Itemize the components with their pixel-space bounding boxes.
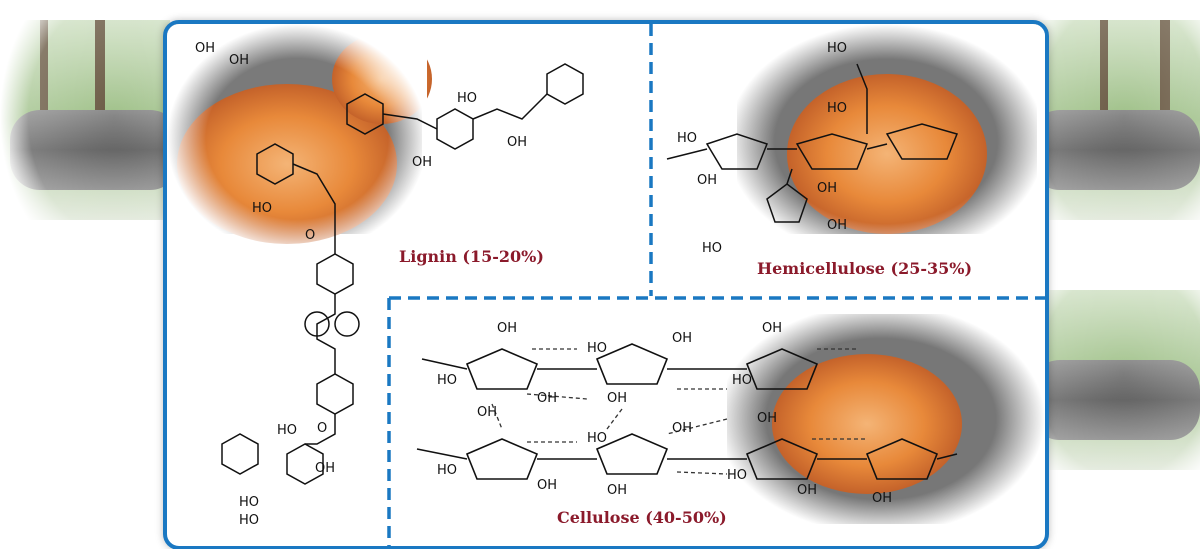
lignin-wood-photo <box>167 24 432 254</box>
atom-label: HO <box>457 91 477 106</box>
hemicellulose-structure <box>666 63 959 223</box>
cellulose-label: Cellulose (40-50%) <box>557 508 727 527</box>
atom-label: OH <box>697 173 717 188</box>
atom-label: HO <box>239 495 259 510</box>
left-forest-image <box>0 0 190 260</box>
atom-label: HO <box>239 513 259 528</box>
cellulose-atom-labels: OH HO OH OH HO OH OH HO OH OH HO OH HO O… <box>437 321 892 506</box>
cellulose-wood-photo <box>717 304 1045 534</box>
atom-label: HO <box>732 373 752 388</box>
hemicellulose-atom-labels: HO HO HO OH OH OH HO <box>677 41 847 256</box>
atom-label: OH <box>607 391 627 406</box>
lignin-structure <box>221 63 584 485</box>
atom-label: OH <box>607 483 627 498</box>
atom-label: OH <box>797 483 817 498</box>
atom-label: OH <box>827 218 847 233</box>
atom-label: HO <box>587 431 607 446</box>
atom-label: O <box>305 228 315 243</box>
atom-label: OH <box>315 461 335 476</box>
atom-label: HO <box>827 101 847 116</box>
atom-label: HO <box>727 468 747 483</box>
atom-label: OH <box>537 391 557 406</box>
atom-label: OH <box>507 135 527 150</box>
atom-label: HO <box>437 373 457 388</box>
atom-label: HO <box>702 241 722 256</box>
atom-label: HO <box>437 463 457 478</box>
main-frame: OH OH HO OH OH HO HO OH HO HO O O <box>163 20 1049 549</box>
cellulose-structure <box>416 343 958 480</box>
atom-label: OH <box>817 181 837 196</box>
hemicellulose-wood-photo <box>727 24 1045 259</box>
cellulose-hydrogen-bonds <box>491 348 867 475</box>
atom-label: OH <box>477 405 497 420</box>
lignin-label: Lignin (15-20%) <box>399 247 544 266</box>
atom-label: O <box>317 421 327 436</box>
atom-label: OH <box>757 411 777 426</box>
atom-label: OH <box>497 321 517 336</box>
atom-label: HO <box>827 41 847 56</box>
lignin-atom-labels: OH OH HO OH OH HO HO OH HO HO O O <box>195 41 527 528</box>
atom-label: OH <box>872 491 892 506</box>
atom-label: HO <box>252 201 272 216</box>
atom-label: OH <box>412 155 432 170</box>
atom-label: OH <box>229 53 249 68</box>
atom-label: OH <box>672 331 692 346</box>
atom-label: OH <box>672 421 692 436</box>
hemicellulose-label: Hemicellulose (25-35%) <box>757 259 973 278</box>
atom-label: HO <box>277 423 297 438</box>
atom-label: OH <box>195 41 215 56</box>
molecular-structures: OH OH HO OH OH HO HO OH HO HO O O <box>167 24 1045 546</box>
atom-label: OH <box>762 321 782 336</box>
atom-label: OH <box>537 478 557 493</box>
atom-label: HO <box>677 131 697 146</box>
atom-label: HO <box>587 341 607 356</box>
